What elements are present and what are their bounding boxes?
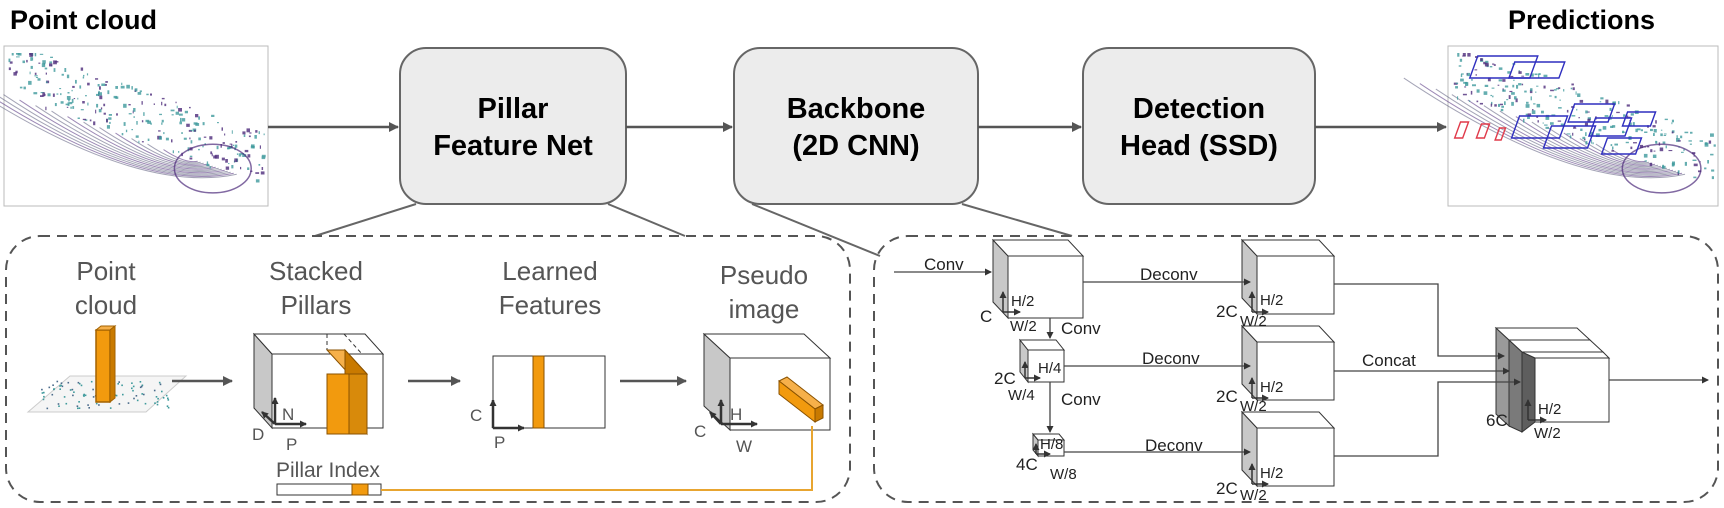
op-concat: Concat [1362, 351, 1416, 370]
learned-features-label-1: Learned [502, 256, 597, 286]
op-deconv-2: Deconv [1142, 349, 1200, 368]
down1-h: H/2 [1011, 293, 1034, 310]
op-deconv-1: Deconv [1140, 265, 1198, 284]
pfn-point-cloud-label-1: Point [76, 256, 136, 286]
down3-c: 4C [1016, 455, 1038, 474]
backbone-line1: Backbone [787, 93, 926, 125]
output-title: Predictions [1508, 5, 1655, 35]
up1-h: H/2 [1260, 292, 1283, 309]
axis-c-learned: C [470, 406, 482, 425]
connector-backbone-left [751, 203, 881, 257]
up1-w: W/2 [1240, 313, 1267, 330]
down3-h: H/8 [1040, 436, 1063, 453]
concat-c: 6C [1486, 411, 1508, 430]
pseudo-image-label-2: image [729, 294, 800, 324]
pillar-feature-net-line2: Feature Net [433, 130, 593, 162]
stacked-pillars-label-2: Pillars [281, 290, 352, 320]
backbone-block: Backbone (2D CNN) [733, 47, 979, 205]
backbone-line2: (2D CNN) [792, 130, 919, 162]
down2-h: H/4 [1038, 360, 1061, 377]
up3-w: W/2 [1240, 487, 1267, 504]
axis-w-pseudo: W [736, 437, 752, 456]
axis-p: P [286, 435, 297, 454]
axis-h-pseudo: H [730, 405, 742, 424]
connector-backbone-right [961, 203, 1073, 237]
pfn-point-cloud-label-2: cloud [75, 290, 137, 320]
input-point-cloud-image [0, 45, 269, 207]
axis-d: D [252, 425, 264, 444]
down2-w: W/4 [1008, 387, 1035, 404]
down-block-1 [991, 238, 1085, 320]
down3-w: W/8 [1050, 466, 1077, 483]
up-block-1 [1240, 238, 1336, 316]
backbone-detail-panel [873, 235, 1719, 503]
up3-h: H/2 [1260, 465, 1283, 482]
pillar-feature-net-line1: Pillar [478, 93, 549, 125]
detection-head-block: Detection Head (SSD) [1082, 47, 1316, 205]
detection-head-line2: Head (SSD) [1120, 130, 1278, 162]
up3-c: 2C [1216, 479, 1238, 498]
op-deconv-3: Deconv [1145, 436, 1203, 455]
concat-w: W/2 [1534, 425, 1561, 442]
up2-w: W/2 [1240, 398, 1267, 415]
up-block-3 [1240, 410, 1336, 488]
input-title: Point cloud [10, 5, 157, 35]
pseudo-image-cube [702, 332, 832, 432]
up2-h: H/2 [1260, 379, 1283, 396]
learned-features-label-2: Features [499, 290, 602, 320]
pillar-feature-net-block: Pillar Feature Net [399, 47, 627, 205]
op-conv-in: Conv [924, 255, 964, 274]
predictions-image [1403, 45, 1719, 207]
small-point-cloud-plane [26, 324, 188, 413]
connector-pfn-left [314, 203, 417, 237]
pillar-index-label: Pillar Index [276, 459, 380, 482]
concat-h: H/2 [1538, 401, 1561, 418]
op-conv-1: Conv [1061, 319, 1101, 338]
down1-w: W/2 [1010, 318, 1037, 335]
pseudo-image-label-1: Pseudo [720, 260, 808, 290]
down1-c: C [980, 307, 992, 326]
pillar-index-bar [276, 483, 382, 496]
connector-pfn-right [607, 203, 686, 237]
learned-features-matrix [492, 355, 606, 429]
stacked-pillars-label-1: Stacked [269, 256, 363, 286]
axis-n: N [282, 405, 294, 424]
stacked-pillars-cube [252, 332, 385, 436]
down2-c: 2C [994, 369, 1016, 388]
axis-c-pseudo: C [694, 422, 706, 441]
op-conv-2: Conv [1061, 390, 1101, 409]
up-block-2 [1240, 324, 1336, 402]
up1-c: 2C [1216, 302, 1238, 321]
up2-c: 2C [1216, 387, 1238, 406]
pfn-detail-panel [5, 235, 851, 503]
axis-p-learned: P [494, 433, 505, 452]
pillar-index-connector [381, 426, 813, 491]
detection-head-line1: Detection [1133, 93, 1265, 125]
